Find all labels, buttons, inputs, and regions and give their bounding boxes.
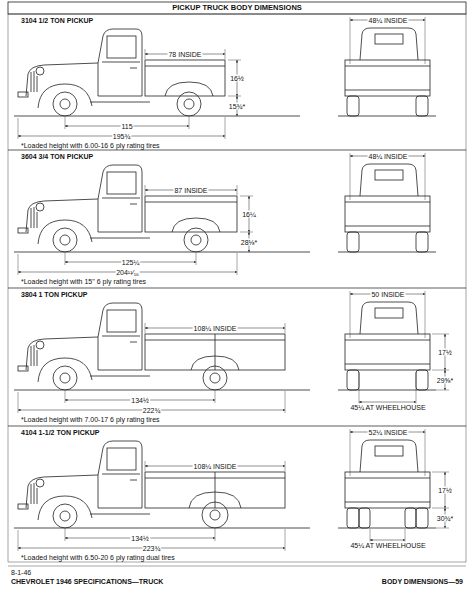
body-depth: 16¼ — [241, 211, 257, 218]
page-footer: BODY DIMENSIONS—59 — [381, 578, 464, 585]
section-heading: 3804 1 TON PICKUP — [20, 291, 88, 298]
overall-length: 223¾ — [142, 545, 162, 552]
wheelbase: 134½ — [130, 397, 150, 404]
footnote: *Loaded height with 6.50-20 6 ply rating… — [20, 554, 176, 561]
overall-length: 204¹¹⁄₁₆ — [115, 269, 140, 276]
one-ton-pickup — [8, 288, 466, 426]
wheelbase: 115 — [120, 123, 133, 130]
body-depth: 16½ — [229, 75, 245, 82]
loaded-height: 29⅝* — [436, 377, 454, 384]
inside-width: 50 INSIDE — [370, 291, 405, 298]
body-depth: 17½ — [437, 349, 453, 356]
body-depth: 17½ — [437, 487, 453, 494]
wheelbase: 134½ — [130, 535, 150, 542]
inside-length: 87 INSIDE — [173, 187, 208, 194]
inside-width: 48¼ INSIDE — [368, 17, 409, 24]
header-frame — [8, 2, 466, 14]
half-ton-pickup — [8, 14, 466, 150]
wheelhouse-width: 45¼ AT WHEELHOUSE — [349, 542, 426, 549]
inside-length: 78 INSIDE — [167, 51, 202, 58]
inside-length: 108¼ INSIDE — [193, 463, 238, 470]
footnote: *Loaded height with 6.00-16 6 ply rating… — [20, 142, 161, 149]
footnote: *Loaded height with 15" 6 ply rating tir… — [20, 278, 147, 285]
wheelbase: 125¼ — [121, 259, 141, 266]
loaded-height: 15¾* — [228, 103, 246, 110]
overall-length: 222¾ — [142, 407, 162, 414]
section-heading: 4104 1-1/2 TON PICKUP — [20, 429, 100, 436]
date-code: 8-1-46 — [10, 569, 32, 576]
three-quarter-ton-pickup — [8, 150, 466, 288]
overall-length: 195¾ — [112, 133, 132, 140]
page-title: PICKUP TRUCK BODY DIMENSIONS — [171, 4, 303, 12]
loaded-height: 28⅛* — [240, 239, 258, 246]
inside-length: 108¼ INSIDE — [193, 325, 238, 332]
loaded-height: 30¾* — [436, 515, 454, 522]
wheelhouse-width: 45¼ AT WHEELHOUSE — [349, 404, 426, 411]
section-heading: 3604 3/4 TON PICKUP — [20, 153, 94, 160]
footer-title: CHEVROLET 1946 SPECIFICATIONS—TRUCK — [10, 578, 164, 585]
one-and-half-ton-pickup — [8, 426, 466, 562]
inside-width: 52¼ INSIDE — [368, 429, 409, 436]
footnote: *Loaded height with 7.00-17 6 ply rating… — [20, 416, 161, 423]
section-heading: 3104 1/2 TON PICKUP — [20, 17, 94, 24]
inside-width: 48¼ INSIDE — [368, 153, 409, 160]
